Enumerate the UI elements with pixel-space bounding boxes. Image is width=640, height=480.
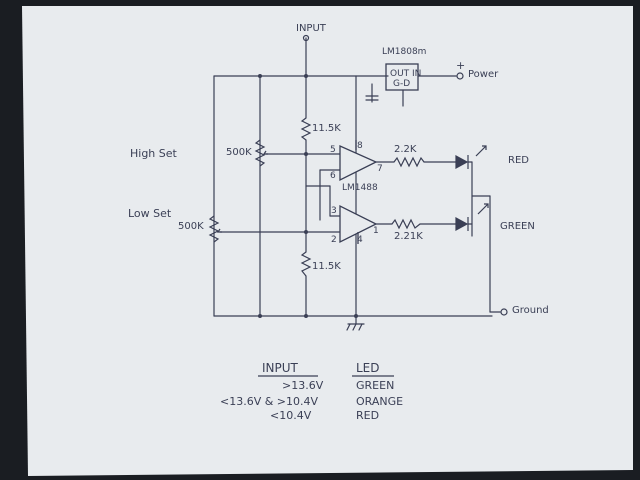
power-plus-label: + [456,59,466,72]
table-row-1-led: GREEN [356,379,395,392]
r-red-label: 2.2K [394,144,417,155]
pot-high-label: 500K [226,147,252,158]
table-col-led: LED [356,361,380,375]
power-label: Power [468,69,499,80]
pot-high-wiper [262,150,268,155]
pin-5-label: 5 [330,145,336,155]
table-row-2-led: ORANGE [356,395,404,408]
input-label: INPUT [296,23,326,34]
high-set-label: High Set [130,147,177,160]
regulator-gnd-label: G-D [393,79,411,89]
pin-7-label: 7 [377,164,383,174]
pot-low [208,215,220,243]
pot-low-wiper [216,228,222,233]
table-row-3-led: RED [356,409,380,422]
table-row-3-input: <10.4V [270,409,312,422]
resistor-green [391,218,421,230]
leds [455,145,489,232]
regulator-pins-label: OUT IN [390,69,422,79]
pin-2-label: 2 [331,235,337,245]
pin-4-label: 4 [357,235,363,245]
table-col-input: INPUT [262,361,298,375]
resistor-top [300,117,312,141]
pin-8-label: 8 [357,141,363,151]
ground-label: Ground [512,305,549,316]
led-red [455,154,469,170]
resistor-bottom-label: 11.5K [312,261,341,272]
pot-high [254,139,266,167]
resistor-bottom [300,251,312,277]
regulator-part-label: LM1808m [382,47,427,57]
pin-3-label: 3 [331,206,337,216]
r-green-label: 2.21K [394,231,423,242]
pot-low-label: 500K [178,221,204,232]
pin-6-label: 6 [330,171,336,181]
resistor-top-label: 11.5K [312,123,341,134]
resistors [300,117,425,277]
junction-dots [258,74,358,318]
paper-sheet [22,6,633,476]
led-red-label: RED [508,155,529,166]
led-green [455,216,469,232]
table-row-1-input: >13.6V [282,379,324,392]
opamps [339,140,378,244]
led-green-label: GREEN [500,221,535,232]
opamp-high [339,144,378,182]
low-set-label: Low Set [128,207,172,220]
opamp-label: LM1488 [342,183,378,193]
pin-1-label: 1 [373,226,379,236]
regulator-box [385,63,419,91]
resistor-red [393,156,425,168]
potentiometers [208,139,268,243]
table-row-2-input: <13.6V & >10.4V [220,395,319,408]
